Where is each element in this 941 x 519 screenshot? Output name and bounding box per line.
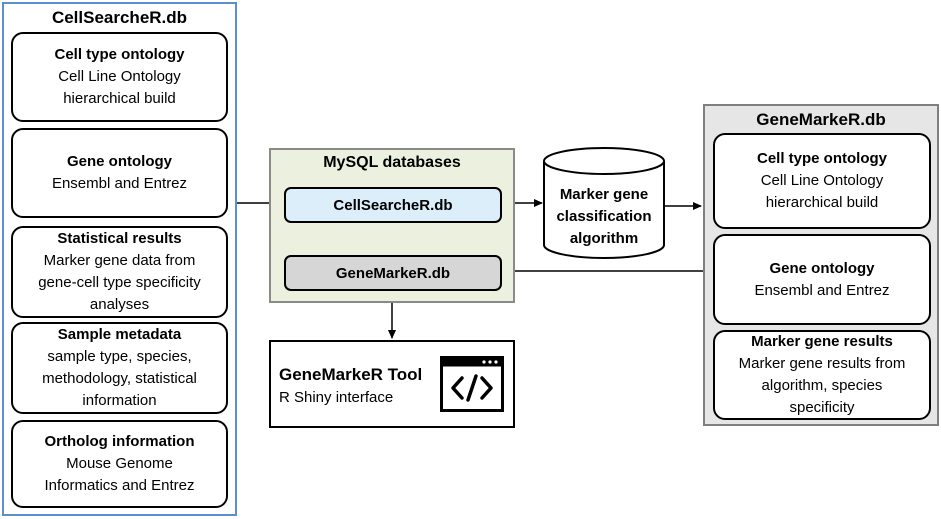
box-title: Cell type ontology [756, 150, 887, 167]
code-window-icon [440, 356, 504, 412]
box-line: sample type, species, [47, 348, 192, 365]
box-line: hierarchical build [63, 90, 176, 107]
box-line: gene-cell type specificity [38, 274, 201, 291]
box-title: Gene ontology [67, 153, 172, 170]
mysql-title: MySQL databases [323, 154, 461, 171]
box-line: information [82, 392, 157, 409]
box-line: specificity [789, 399, 855, 416]
box-line: Marker gene results from [738, 355, 906, 372]
box-title: Ortholog information [44, 433, 195, 450]
box-title: Cell type ontology [54, 46, 185, 63]
box-line: algorithm, species [761, 377, 883, 394]
box-line: hierarchical build [765, 194, 879, 211]
left-box-sample-metadata: Sample metadata sample type, species, me… [11, 322, 228, 414]
algorithm-line-3: algorithm [569, 230, 639, 247]
box-line: Informatics and Entrez [44, 477, 195, 494]
tool-title: GeneMarkeR Tool [279, 365, 423, 384]
genemarker-db-panel: GeneMarkeR.db Cell type ontology Cell Li… [703, 104, 939, 426]
genemarker-db-title: GeneMarkeR.db [756, 110, 886, 129]
right-box-gene-ontology: Gene ontology Ensembl and Entrez [713, 234, 931, 325]
mysql-databases-panel: MySQL databases CellSearcheR.db GeneMark… [269, 148, 515, 303]
box-line: Cell Line Ontology [760, 172, 884, 189]
algorithm-line-1: Marker gene [559, 186, 649, 203]
algorithm-line-2: classification [556, 208, 652, 225]
mysql-genemarker-db: GeneMarkeR.db [284, 255, 502, 291]
box-line: Cell Line Ontology [58, 68, 181, 85]
algorithm-label: Marker gene classification algorithm [544, 184, 664, 250]
left-box-cell-type-ontology: Cell type ontology Cell Line Ontology hi… [11, 32, 228, 122]
box-line: Ensembl and Entrez [51, 175, 188, 192]
right-box-cell-type-ontology: Cell type ontology Cell Line Ontology hi… [713, 133, 931, 229]
genemarker-tool-box: GeneMarkeR Tool R Shiny interface [269, 340, 515, 428]
cellsearcher-db-title: CellSearcheR.db [51, 8, 188, 27]
box-title: Gene ontology [769, 259, 875, 277]
box-title: Sample metadata [57, 326, 182, 343]
right-box-marker-gene-results: Marker gene results Marker gene results … [713, 330, 931, 420]
tool-subtitle: R Shiny interface [279, 389, 394, 406]
algorithm-cylinder [543, 147, 665, 259]
cellsearcher-db-panel: CellSearcheR.db Cell type ontology Cell … [2, 2, 237, 516]
box-line: Mouse Genome [66, 455, 173, 472]
box-line: analyses [89, 296, 150, 313]
left-box-ortholog-information: Ortholog information Mouse Genome Inform… [11, 420, 228, 508]
box-title: Marker gene results [751, 333, 893, 350]
box-line: Marker gene data from [43, 252, 196, 269]
box-line: Ensembl and Entrez [754, 281, 890, 299]
left-box-statistical-results: Statistical results Marker gene data fro… [11, 226, 228, 318]
left-box-gene-ontology: Gene ontology Ensembl and Entrez [11, 128, 228, 218]
box-line: methodology, statistical [42, 370, 197, 387]
box-title: Statistical results [57, 230, 182, 247]
mysql-cellsearcher-db: CellSearcheR.db [284, 187, 502, 223]
